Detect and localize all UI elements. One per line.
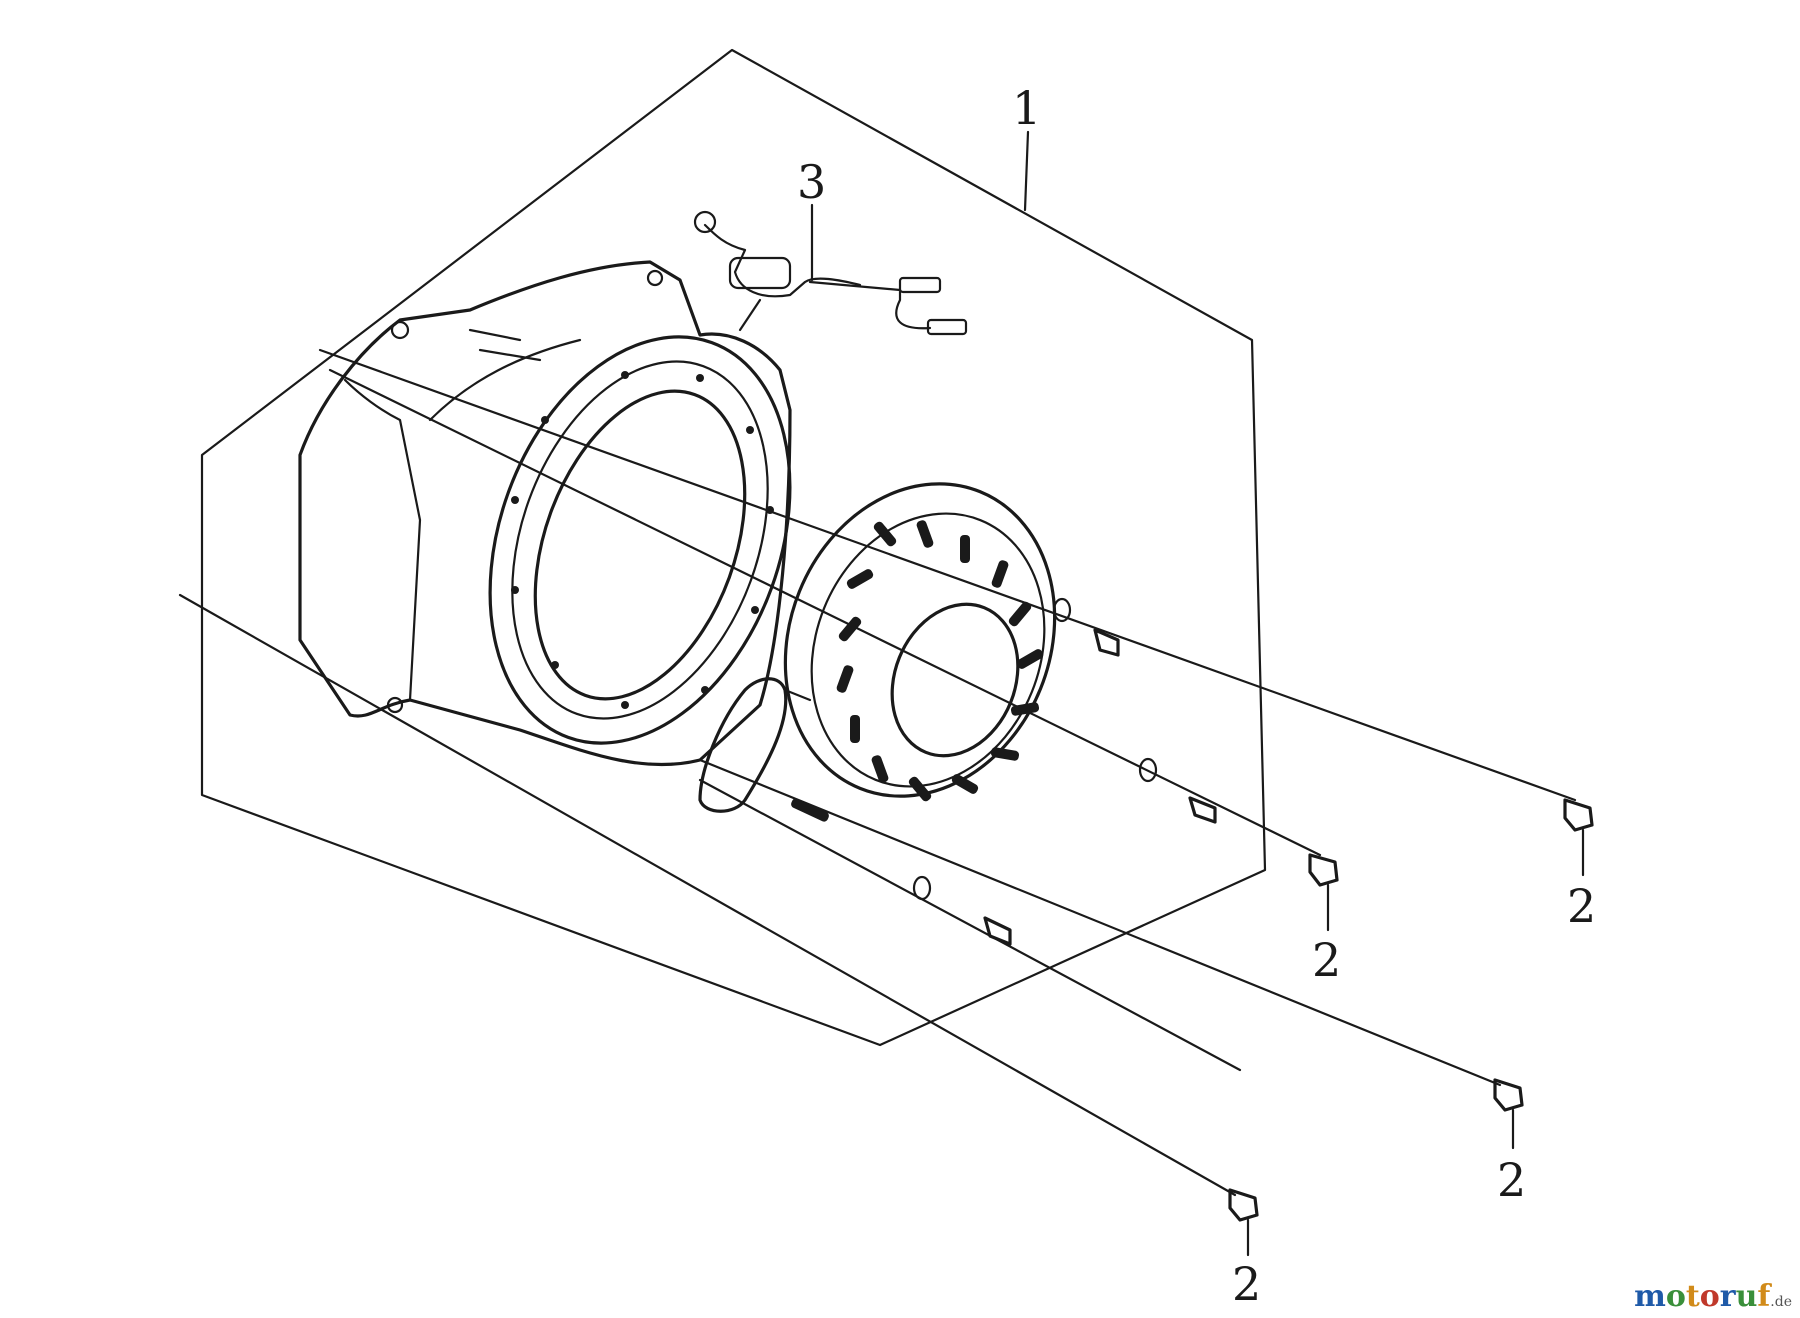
callout-2-bottom: 2: [1232, 1257, 1261, 1311]
callout-leaders: [810, 130, 1030, 282]
housing-bolts: [1228, 798, 1594, 1257]
callout-1: 1: [1012, 81, 1041, 135]
watermark-letter: f: [1757, 1279, 1771, 1314]
fan-housing-shroud: [298, 260, 792, 767]
watermark-letter: r: [1719, 1279, 1736, 1314]
watermark-suffix: .de: [1770, 1294, 1792, 1310]
oil-sensor-switch: [693, 210, 968, 336]
starter-bolts: [912, 597, 1217, 946]
callout-2-right: 2: [1567, 879, 1596, 933]
watermark-letter: o: [1665, 1279, 1686, 1314]
callout-2-mid: 2: [1312, 933, 1341, 987]
recoil-starter: [698, 482, 1057, 822]
watermark-letter: u: [1735, 1279, 1758, 1314]
watermark-letter: o: [1699, 1279, 1720, 1314]
watermark-letter: m: [1634, 1279, 1666, 1314]
assembly-group-outline: [200, 48, 1267, 1047]
callout-3: 3: [797, 155, 826, 209]
callout-2-lower-right: 2: [1497, 1153, 1526, 1207]
watermark-wordmark: motoruf: [1634, 1279, 1770, 1314]
watermark-letter: t: [1685, 1279, 1700, 1314]
motoruf-watermark: motoruf.de: [1634, 1279, 1792, 1314]
